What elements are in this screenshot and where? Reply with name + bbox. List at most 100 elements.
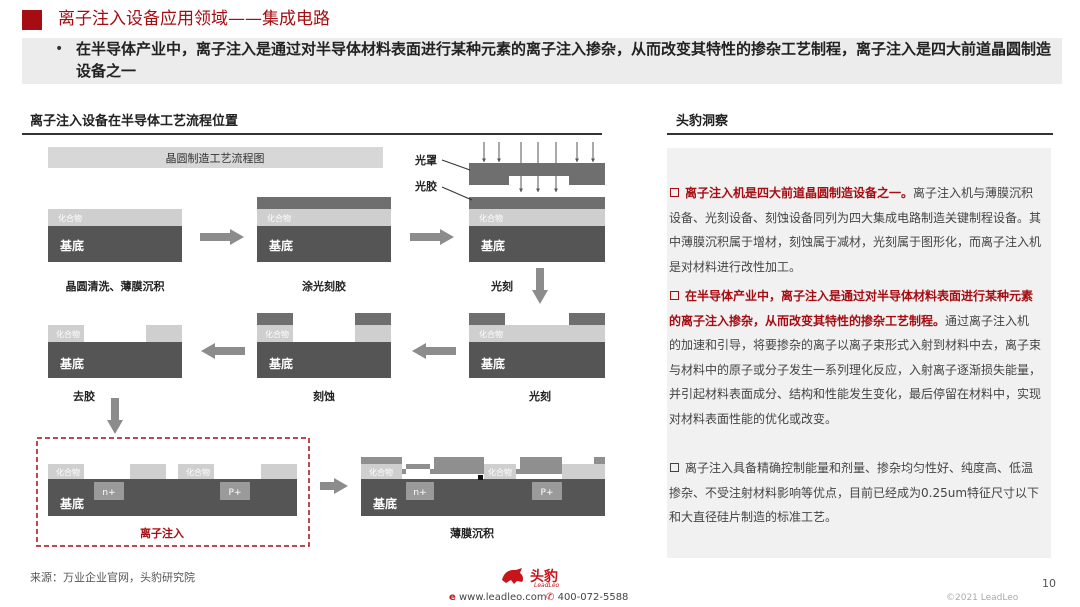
- arrow-head: [230, 229, 244, 245]
- website-text: www.leadleo.com: [458, 592, 547, 603]
- arrow-head: [440, 229, 454, 245]
- film-block: [257, 325, 293, 342]
- n-plus-label: n+: [102, 488, 115, 498]
- checkbox-bullet-icon: [670, 291, 679, 300]
- summary-box: • 在半导体产业中，离子注入是通过对半导体材料表面进行某种元素的离子注入掺杂，从…: [22, 38, 1062, 84]
- mask-leader: [441, 159, 471, 171]
- deposited-film: [361, 457, 605, 474]
- phone-link[interactable]: ✆ 400-072-5588: [546, 592, 628, 603]
- phone-icon: ✆: [546, 592, 555, 603]
- film-block: [48, 464, 84, 479]
- film-block: [146, 325, 182, 342]
- film-block: [48, 325, 84, 342]
- checkbox-bullet-icon: [670, 188, 679, 197]
- title-marker: [22, 10, 42, 30]
- step-label: 光刻: [528, 389, 551, 403]
- p-plus-region: [532, 482, 562, 500]
- substrate-layer: [257, 226, 391, 262]
- compound-label: 化合物: [265, 329, 289, 339]
- step-strip-resist: 化合物 基底 去胶: [48, 325, 182, 403]
- substrate-label: 基底: [268, 238, 293, 253]
- substrate-label: 基底: [480, 356, 505, 371]
- compound-label: 化合物: [58, 213, 82, 223]
- photoresist-label: 光胶: [414, 179, 437, 193]
- checkbox-bullet-icon: [670, 463, 679, 472]
- right-section-rule: [667, 133, 1053, 135]
- n-plus-label: n+: [413, 488, 426, 498]
- insight-lead: 在半导体产业中，离子注入是通过对半导体材料表面进行某种元素的离子注入掺杂，从而改…: [669, 289, 1034, 328]
- website-link[interactable]: e www.leadleo.com: [449, 592, 547, 603]
- film-block: [361, 464, 402, 479]
- process-header-bar: [48, 147, 383, 168]
- insight-lead: 离子注入机是四大前道晶圆制造设备之一。: [685, 186, 914, 200]
- p-plus-region: [220, 482, 250, 500]
- leopard-logo-icon: [502, 568, 524, 584]
- film-block: [484, 464, 516, 479]
- substrate-layer: [257, 342, 391, 378]
- page-title: 离子注入设备应用领域——集成电路: [58, 9, 330, 29]
- summary-text: 在半导体产业中，离子注入是通过对半导体材料表面进行某种元素的离子注入掺杂，从而改…: [76, 40, 1052, 80]
- compound-label: 化合物: [488, 467, 512, 477]
- step-ion-implant: 化合物 化合物 n+ P+ 基底 离子注入: [48, 464, 297, 540]
- film-layer: [48, 209, 182, 226]
- arrow-head: [412, 343, 426, 359]
- resist-block: [257, 313, 293, 325]
- uv-arrows: [482, 142, 595, 193]
- substrate-label: 基底: [59, 238, 84, 253]
- film-block: [261, 464, 297, 479]
- film-block: [355, 325, 391, 342]
- summary-bullet: •: [55, 41, 64, 57]
- compound-label: 化合物: [56, 467, 80, 477]
- substrate-layer: [48, 226, 182, 262]
- insight-item-2: 在半导体产业中，离子注入是通过对半导体材料表面进行某种元素的离子注入掺杂，从而改…: [669, 284, 1041, 431]
- photomask: [469, 163, 605, 185]
- insight-body: 通过离子注入机的加速和引导，将要掺杂的离子以离子束形式入射到材料中去，离子束与材…: [669, 313, 1042, 426]
- resist-layer: [469, 197, 605, 209]
- substrate-label: 基底: [268, 356, 293, 371]
- phone-text: 400-072-5588: [557, 592, 629, 603]
- step-lithography-developed: 化合物 基底 光刻: [469, 313, 605, 403]
- substrate-label: 基底: [372, 496, 397, 511]
- left-section-title: 离子注入设备在半导体工艺流程位置: [30, 114, 239, 129]
- title-bar: 离子注入设备应用领域——集成电路: [0, 7, 1080, 40]
- arrow-head: [107, 420, 123, 434]
- source-note: 来源：万业企业官网，头豹研究院: [30, 571, 195, 584]
- substrate-layer: [361, 479, 605, 516]
- copyright: ©2021 LeadLeo: [946, 593, 1019, 603]
- film-layer: [469, 325, 605, 342]
- contact-dot: [478, 475, 483, 480]
- arrow-head: [532, 290, 548, 304]
- substrate-layer: [48, 479, 297, 516]
- web-icon: e: [449, 592, 456, 603]
- resist-layer: [257, 197, 391, 209]
- step-label: 涂光刻胶: [302, 279, 346, 293]
- insight-item-3: 离子注入具备精确控制能量和剂量、掺杂均匀性好、纯度高、低温掺杂、不受注射材料影响…: [669, 456, 1041, 530]
- compound-label: 化合物: [479, 329, 503, 339]
- step-label: 光刻: [490, 279, 513, 293]
- film-block: [562, 464, 605, 479]
- substrate-layer: [469, 226, 605, 262]
- compound-label: 化合物: [186, 467, 210, 477]
- step-etch: 化合物 基底 刻蚀: [257, 313, 391, 403]
- step-wafer-clean: 化合物 基底 晶圆清洗、薄膜沉积: [48, 209, 182, 293]
- insight-panel: [667, 148, 1051, 558]
- page-number: 10: [1042, 577, 1056, 590]
- p-plus-label: P+: [229, 488, 242, 498]
- resist-block: [469, 313, 505, 325]
- insight-item-1: 离子注入机是四大前道晶圆制造设备之一。离子注入机与薄膜沉积设备、光刻设备、刻蚀设…: [669, 181, 1041, 279]
- highlight-ion-implant-box: [36, 437, 310, 547]
- film-layer: [469, 209, 605, 226]
- process-flow-diagram: 晶圆制造工艺流程图 化合物 基底 晶圆清洗、薄膜沉积 化合物 基底 涂光刻胶: [36, 142, 605, 547]
- insight-body: 离子注入机与薄膜沉积设备、光刻设备、刻蚀设备同列为四大集成电路制造关键制程设备。…: [669, 186, 1042, 274]
- compound-label: 化合物: [479, 213, 503, 223]
- compound-label: 化合物: [56, 329, 80, 339]
- step-thin-film-deposition: 化合物 化合物 n+ P+ 基底 薄膜沉积: [361, 457, 605, 540]
- mask-label: 光罩: [414, 153, 437, 167]
- substrate-layer: [48, 342, 182, 378]
- n-plus-region: [406, 482, 434, 500]
- step-coat-resist: 化合物 基底 涂光刻胶: [257, 197, 391, 293]
- step-label: 去胶: [73, 389, 95, 403]
- logo-subtext: LeadLeo: [534, 582, 560, 589]
- compound-label: 化合物: [267, 213, 291, 223]
- step-label: 薄膜沉积: [450, 526, 494, 540]
